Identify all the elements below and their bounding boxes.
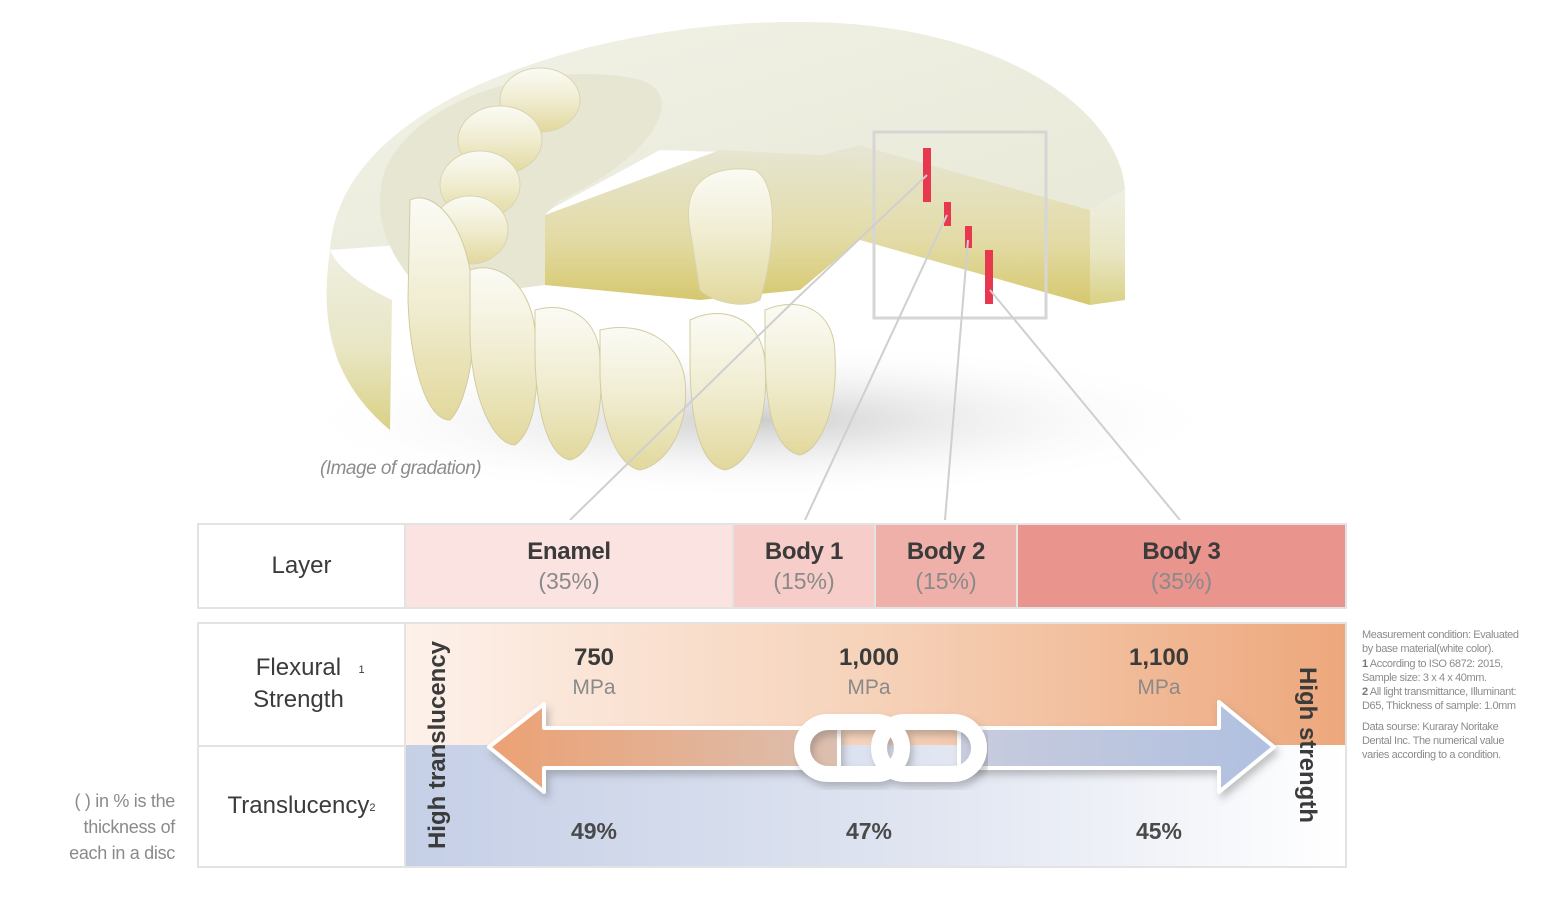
footnote-1-number: 1 [1362, 657, 1368, 670]
standalone-tooth [688, 168, 773, 305]
disc-outer-wall [326, 250, 392, 430]
flexural-value-enamel: 750 MPa [514, 644, 674, 700]
front-teeth [407, 197, 836, 471]
translucency-value-body3: 45% [1135, 818, 1183, 844]
layer-thickness: (35%) [1150, 567, 1213, 594]
layer-header: Layer [199, 525, 406, 607]
high-strength-label: High strength [1294, 667, 1321, 823]
illustration-caption: (Image of gradation) [320, 458, 482, 479]
layer-header-label: Layer [271, 552, 332, 579]
footnote-1: According to ISO 6872: 2015, Sample size… [1362, 657, 1503, 684]
thickness-note-line: thickness of [83, 817, 176, 837]
translucency-label: Translucency2 [199, 790, 404, 822]
arrow-left-high-translucency [487, 702, 841, 794]
measurement-condition: Measurement condition: Evaluated by base… [1362, 629, 1519, 656]
flexural-unit: MPa [572, 676, 616, 699]
layer-name: Enamel [527, 537, 611, 565]
measurement-condition-wrap: Measurement condition: Evaluated by base… [1362, 628, 1522, 714]
row-divider [199, 745, 404, 747]
flexural-strength-text: Flexural Strength [253, 654, 344, 713]
marker-body2 [965, 226, 972, 248]
layer-cell-enamel: Enamel (35%) [406, 525, 734, 607]
translucency-value-body: 47% [845, 818, 893, 844]
layer-thickness: (35%) [538, 567, 600, 594]
leader-lines [569, 174, 1181, 520]
property-table: Flexural Strength 1 Translucency2 [197, 622, 1347, 868]
layer-name: Body 1 [764, 537, 844, 565]
footnote-marker: 1 [358, 664, 365, 676]
tradeoff-arrows [487, 700, 1276, 794]
gradation-disc-illustration [290, 21, 1230, 520]
flexural-number: 1,100 [1128, 644, 1190, 671]
arrow-right-high-strength [957, 700, 1276, 794]
data-source-note: Data sourse: Kuraray Noritake Dental Inc… [1362, 720, 1505, 762]
high-translucency-label: High translucency [424, 640, 451, 850]
layer-table: Layer Enamel (35%) Body 1 (15%) Body 2 (… [197, 523, 1347, 609]
layer-cell-body2: Body 2 (15%) [876, 525, 1018, 607]
layer-name: Body 2 [906, 537, 986, 565]
measurement-notes: Measurement condition: Evaluated by base… [1362, 628, 1522, 769]
disc-right-wall [1090, 190, 1125, 305]
layer-cell-body3: Body 3 (35%) [1018, 525, 1345, 607]
layer-thickness: (15%) [773, 567, 835, 594]
layer-name: Body 3 [1142, 537, 1221, 565]
thickness-note-line: ( ) in % is the [74, 791, 175, 811]
flexural-number: 750 [573, 644, 615, 671]
thickness-note-line: each in a disc [69, 843, 175, 863]
high-strength-label-wrap: High strength [1279, 624, 1335, 866]
flexural-value-body3: 1,100 MPa [1079, 644, 1239, 700]
high-translucency-label-wrap: High translucency [412, 624, 464, 866]
flexural-strength-label: Flexural Strength 1 [199, 652, 404, 716]
property-labels: Flexural Strength 1 Translucency2 [199, 624, 406, 866]
flexural-unit: MPa [847, 676, 891, 699]
footnote-marker: 2 [369, 802, 376, 814]
flexural-unit: MPa [1137, 676, 1181, 699]
flexural-value-body: 1,000 MPa [789, 644, 949, 700]
footnote-2-number: 2 [1362, 686, 1368, 699]
chain-link-icon [794, 714, 987, 782]
translucency-text: Translucency [227, 792, 370, 819]
flexural-number: 1,000 [838, 644, 900, 671]
footnote-2: All light transmittance, Illuminant: D65… [1362, 686, 1517, 713]
layer-thickness: (15%) [915, 567, 977, 594]
marker-body1 [944, 202, 951, 226]
translucency-value-enamel: 49% [570, 818, 618, 844]
marker-body3 [985, 250, 993, 304]
thickness-note: ( ) in % is the thickness of each in a d… [20, 788, 175, 866]
layer-cell-body1: Body 1 (15%) [734, 525, 876, 607]
